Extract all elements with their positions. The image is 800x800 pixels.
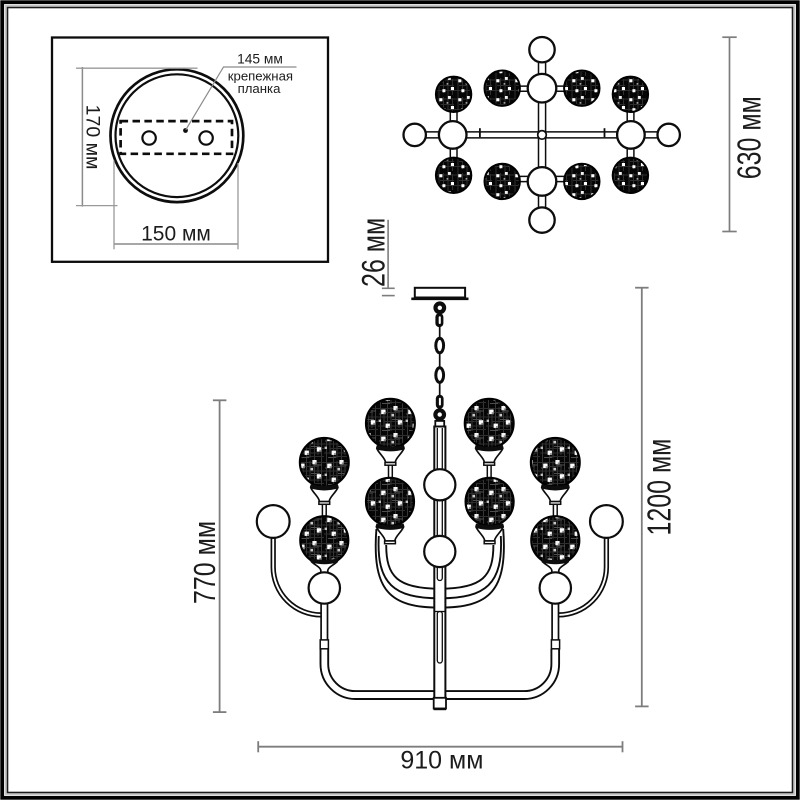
svg-text:630 мм: 630 мм (732, 96, 768, 179)
svg-text:170 мм: 170 мм (82, 105, 104, 170)
svg-text:26 мм: 26 мм (357, 218, 393, 287)
svg-text:770 мм: 770 мм (188, 521, 222, 604)
svg-text:1200 мм: 1200 мм (641, 439, 678, 536)
svg-text:910 мм: 910 мм (400, 747, 483, 775)
svg-text:150 мм: 150 мм (141, 222, 211, 245)
svg-text:крепежная: крепежная (228, 69, 293, 84)
svg-text:планка: планка (238, 81, 282, 96)
svg-text:145 мм: 145 мм (237, 51, 283, 66)
